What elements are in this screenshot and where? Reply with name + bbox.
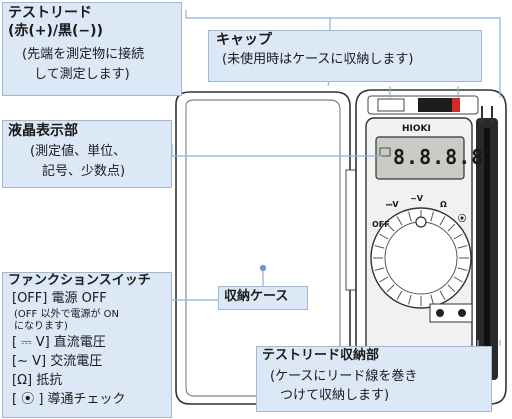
lcd-desc-2: 記号、少数点) (42, 164, 126, 179)
dial-tick (408, 294, 412, 305)
lcd-screen (375, 136, 465, 180)
dial-label: Ω (440, 200, 447, 209)
function-switch-note-1: (OFF 以外で電源が ON (14, 309, 119, 320)
function-switch-dcv: [ ⎓ V] 直流電圧 (12, 335, 106, 350)
dial-tick (453, 276, 463, 283)
dial-tick (457, 267, 468, 271)
dial-tick (430, 294, 434, 305)
dial-tick (439, 290, 446, 300)
callout-cap (208, 30, 482, 82)
dial-label: ⎓V (386, 200, 399, 209)
cap-left (377, 98, 405, 112)
function-switch-off: [OFF] 電源 OFF (12, 291, 107, 306)
cap-desc: (未使用時はケースに収納します) (222, 52, 414, 67)
cap-title: キャップ (216, 32, 272, 48)
case-hinge (345, 169, 357, 291)
jack-com (436, 309, 444, 317)
dial-ticks (373, 210, 469, 306)
test-lead-title: テストリード (8, 5, 92, 21)
dial-tick (374, 267, 385, 271)
function-switch-title: ファンクションスイッチ (8, 273, 151, 288)
lcd-title: 液晶表示部 (8, 123, 78, 139)
lcd-desc-1: (測定値、単位、 (30, 144, 127, 159)
lead-storage-title: テストリード収納部 (262, 348, 380, 363)
probe-wire (484, 128, 490, 378)
storage-case-marker (259, 264, 267, 272)
dial-tick (447, 223, 456, 232)
dial-tick (408, 211, 412, 222)
dial-tick (453, 233, 463, 240)
test-lead-desc-2: して測定します) (34, 67, 130, 82)
dial-knob-marker (415, 216, 427, 228)
dial-tick (396, 290, 403, 300)
dial-tick (386, 284, 395, 293)
lcd-digits: 8.8.8.8 (393, 145, 485, 169)
dial-label: ∼V (410, 194, 423, 203)
dial-tick (379, 276, 389, 283)
callout-test-lead (2, 2, 182, 96)
callout-lcd (2, 120, 172, 188)
dial-tick (439, 216, 446, 226)
dial-tick (447, 284, 456, 293)
storage-case-title: 収納ケース (224, 289, 289, 304)
dial-label: ⦿ (458, 214, 466, 223)
function-switch-acv: [∼ V] 交流電圧 (12, 354, 103, 369)
dial-tick (374, 245, 385, 249)
dial-tick (430, 211, 434, 222)
dial-tick (379, 233, 389, 240)
test-lead-subtitle: (赤(+)/黒(−)) (8, 23, 103, 39)
dial-tick (457, 245, 468, 249)
lead-storage-desc-2: つけて収納します) (280, 388, 390, 403)
cap-red-tag (452, 98, 460, 112)
cap-right (418, 98, 460, 112)
function-switch-continuity: [ ⦿ ] 導通チェック (12, 392, 126, 407)
device-brand: HIOKI (402, 124, 431, 134)
dial-ring (384, 221, 458, 295)
dial-tick (396, 216, 403, 226)
dial-label: OFF (372, 220, 390, 229)
lcd-side-mark (379, 147, 391, 157)
test-lead-desc-1: (先端を測定物に接続 (22, 47, 145, 62)
jack-area (429, 303, 473, 323)
dial-tick (386, 223, 395, 232)
jack-v (458, 309, 466, 317)
lead-storage-desc-1: (ケースにリード線を巻き (270, 369, 418, 384)
callout-lead-storage (256, 346, 492, 412)
callout-storage-case (218, 286, 308, 310)
function-switch-ohm: [Ω] 抵抗 (12, 373, 63, 388)
function-switch-note-2: になります) (14, 321, 68, 332)
callout-function-switch (2, 272, 172, 418)
